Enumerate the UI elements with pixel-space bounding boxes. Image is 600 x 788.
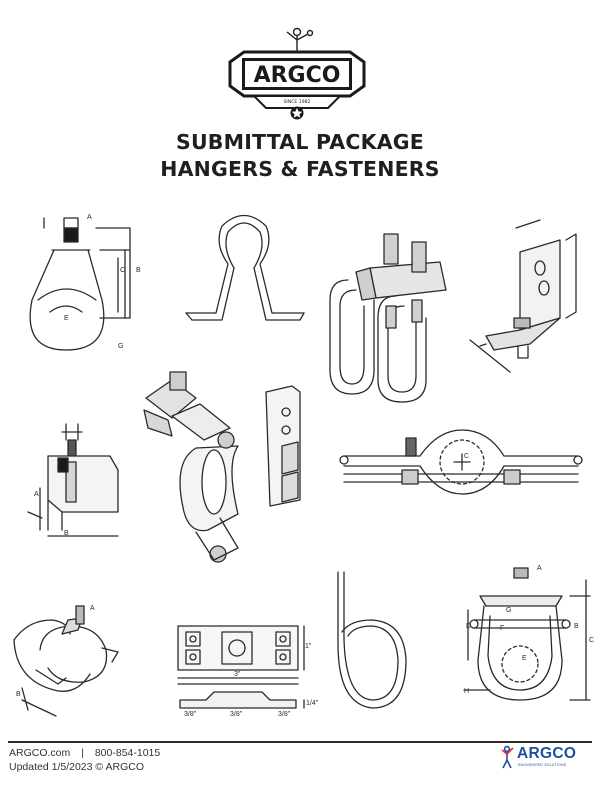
footer-divider <box>8 741 592 743</box>
swivel-ring-hanger-drawing <box>29 217 131 351</box>
dim-label: B <box>136 267 141 274</box>
pipe-saddle-strap-drawing <box>185 214 305 321</box>
page-title-line-2: HANGERS & FASTENERS <box>160 157 440 181</box>
dim-label: H <box>464 688 469 695</box>
riser-clamp-drawing <box>339 429 583 495</box>
dim-label: B <box>16 691 21 698</box>
dim-label: A <box>537 565 542 572</box>
beam-clamp-drawing <box>27 423 119 537</box>
split-pipe-clamp-drawing <box>13 605 119 717</box>
footer-updated: Updated 1/5/2023 © ARGCO <box>9 761 144 773</box>
dim-label: 3/8" <box>184 711 197 718</box>
dim-label: C <box>589 637 594 644</box>
dim-label: A <box>87 214 92 221</box>
dim-label: 3/8" <box>230 711 243 718</box>
dim-label: 1" <box>305 643 312 650</box>
footer-brand: ARGCO <box>517 745 577 762</box>
angle-bracket-drawing <box>469 219 577 373</box>
dim-label: A <box>90 605 95 612</box>
page-title-line-1: SUBMITTAL PACKAGE <box>175 130 424 154</box>
footer-website-link[interactable]: ARGCO.com <box>9 747 71 759</box>
footer-contact: ARGCO.com | 800-854-1015 <box>9 747 160 759</box>
footer-phone: 800-854-1015 <box>94 747 161 759</box>
dim-label: A <box>34 491 39 498</box>
logo-text: ARGCO <box>254 63 341 88</box>
dim-label: B <box>574 623 579 630</box>
dim-label: 1/4" <box>306 700 319 707</box>
dim-label: C <box>120 267 125 274</box>
footer-separator: | <box>81 747 84 759</box>
dim-label: B <box>64 530 69 537</box>
dim-label: C <box>464 453 469 460</box>
dim-label: G <box>506 607 511 614</box>
strut-fitting-drawing <box>265 385 301 507</box>
swivel-pipe-clamp-drawing <box>143 371 239 563</box>
statue-figure-icon <box>286 27 314 61</box>
footer-tagline: ENGINEERED SOLUTIONS <box>518 763 567 767</box>
dim-label: E <box>64 315 69 322</box>
dim-label: 3" <box>234 671 241 678</box>
dim-label: 3/8" <box>278 711 291 718</box>
argco-logo: ARGCO SINCE 1982 <box>228 27 366 120</box>
clevis-hanger-drawing <box>463 567 591 701</box>
j-hook-drawing <box>337 571 407 709</box>
dim-label: E <box>522 655 527 662</box>
u-bolt-assembly-drawing <box>329 233 447 403</box>
logo-motto: SINCE 1982 <box>284 99 311 105</box>
footer-figure-icon <box>501 745 514 769</box>
dim-label: F <box>500 625 504 632</box>
footer-logo-mark <box>501 745 514 769</box>
dim-label: G <box>118 343 123 350</box>
dim-label: D <box>466 623 471 630</box>
strut-plate-drawing <box>177 625 305 709</box>
